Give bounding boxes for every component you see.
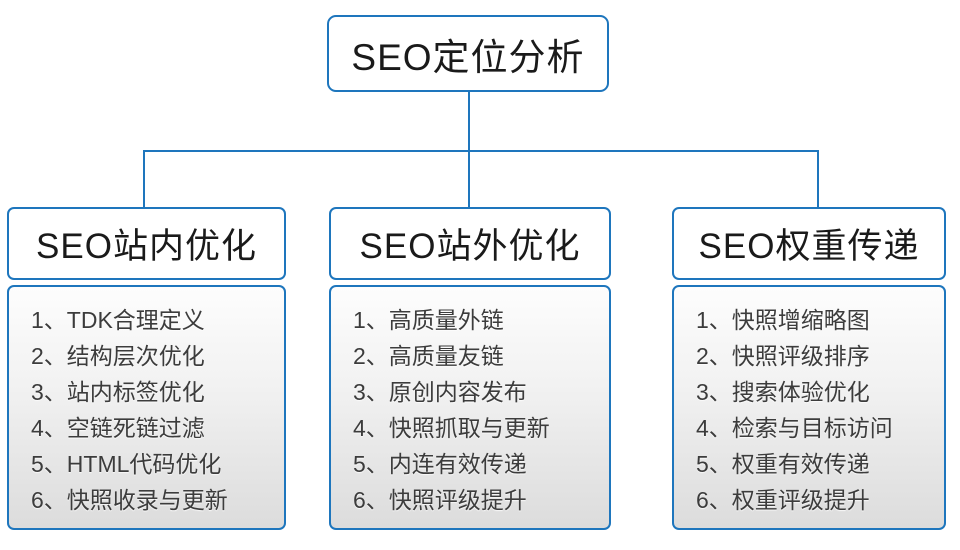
connector-middle-vertical (468, 150, 470, 207)
column-offsite-list: 1、高质量外链 2、高质量友链 3、原创内容发布 4、快照抓取与更新 5、内连有… (329, 285, 611, 530)
list-item: 3、站内标签优化 (31, 379, 205, 405)
list-item: 4、空链死链过滤 (31, 415, 205, 441)
column-onsite-optimization: SEO站内优化 1、TDK合理定义 2、结构层次优化 3、站内标签优化 4、空链… (7, 207, 286, 546)
list-item: 3、原创内容发布 (353, 379, 527, 405)
list-item: 2、结构层次优化 (31, 343, 205, 369)
column-onsite-heading: SEO站内优化 (36, 227, 257, 266)
column-weight-transfer: SEO权重传递 1、快照增缩略图 2、快照评级排序 3、搜索体验优化 4、检索与… (672, 207, 946, 546)
list-item: 4、快照抓取与更新 (353, 415, 550, 441)
root-node-seo-positioning: SEO定位分析 (327, 15, 609, 92)
list-item: 5、权重有效传递 (696, 451, 870, 477)
root-node-label: SEO定位分析 (351, 36, 585, 78)
list-item: 2、快照评级排序 (696, 343, 870, 369)
list-item: 2、高质量友链 (353, 343, 504, 369)
column-onsite-heading-box: SEO站内优化 (7, 207, 286, 280)
list-item: 5、内连有效传递 (353, 451, 527, 477)
column-weight-heading-box: SEO权重传递 (672, 207, 946, 280)
connector-root-vertical (468, 92, 470, 152)
list-item: 1、TDK合理定义 (31, 307, 205, 333)
list-item: 4、检索与目标访问 (696, 415, 893, 441)
connector-right-vertical (817, 150, 819, 207)
column-weight-heading: SEO权重传递 (698, 227, 920, 266)
connector-left-vertical (143, 150, 145, 207)
column-onsite-list: 1、TDK合理定义 2、结构层次优化 3、站内标签优化 4、空链死链过滤 5、H… (7, 285, 286, 530)
list-item: 1、高质量外链 (353, 307, 504, 333)
column-offsite-heading: SEO站外优化 (359, 227, 581, 266)
column-offsite-heading-box: SEO站外优化 (329, 207, 611, 280)
list-item: 6、权重评级提升 (696, 487, 870, 513)
list-item: 1、快照增缩略图 (696, 307, 870, 333)
column-offsite-optimization: SEO站外优化 1、高质量外链 2、高质量友链 3、原创内容发布 4、快照抓取与… (329, 207, 611, 546)
connector-horizontal (143, 150, 819, 152)
list-item: 6、快照收录与更新 (31, 487, 228, 513)
list-item: 3、搜索体验优化 (696, 379, 870, 405)
list-item: 5、HTML代码优化 (31, 451, 222, 477)
list-item: 6、快照评级提升 (353, 487, 527, 513)
column-weight-list: 1、快照增缩略图 2、快照评级排序 3、搜索体验优化 4、检索与目标访问 5、权… (672, 285, 946, 530)
